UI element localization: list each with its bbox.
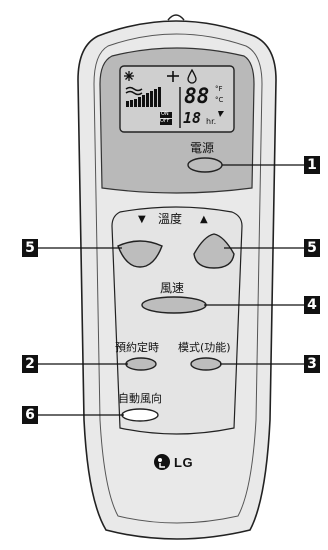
droplet-icon	[187, 68, 197, 84]
lcd-screen	[119, 65, 235, 133]
callout-power: 1	[304, 156, 320, 174]
remote-face	[93, 33, 263, 524]
temp-label: 溫度	[158, 212, 183, 226]
callout-temp-up: 5	[304, 239, 320, 257]
lcd-unit-f: °F	[215, 85, 223, 93]
lg-logo-icon	[154, 454, 170, 470]
temp-down-symbol: ▼	[138, 214, 146, 225]
power-label: 電源	[190, 141, 215, 155]
ir-window	[167, 14, 185, 21]
temp-up-symbol: ▲	[200, 214, 208, 225]
fan-icon	[167, 71, 179, 82]
fan-speed-label: 風速	[160, 281, 185, 295]
lg-logo-mark	[159, 463, 165, 468]
auto-swing-button[interactable]	[121, 408, 159, 422]
temp-up-button[interactable]	[193, 233, 235, 269]
callout-temp-down: 5	[22, 239, 38, 257]
timer-on-box	[160, 112, 172, 118]
callout-timer: 2	[22, 355, 38, 373]
mode-label: 模式(功能)	[178, 341, 231, 354]
timer-off-box	[160, 119, 172, 125]
lcd-temperature: 88	[184, 84, 210, 108]
timer-label: 預約定時	[115, 341, 159, 354]
fan-speed-button[interactable]	[141, 296, 207, 314]
callout-mode: 3	[304, 355, 320, 373]
swing-icon	[125, 86, 143, 96]
auto-swing-label: 自動風向	[118, 392, 162, 405]
lcd-unit-c: °C	[215, 96, 224, 104]
snowflake-icon	[124, 71, 134, 81]
lcd-timer-unit: hr.	[206, 117, 217, 126]
callout-lines	[38, 164, 304, 416]
brand-logo-text: LG	[174, 455, 194, 470]
fan-speed-bars	[126, 87, 161, 107]
mode-button[interactable]	[190, 357, 222, 371]
callout-auto-swing: 6	[22, 406, 38, 424]
lcd-timer-off: OFF	[160, 118, 170, 124]
timer-button[interactable]	[125, 357, 157, 371]
power-button[interactable]	[187, 157, 223, 173]
temp-down-button[interactable]	[117, 240, 163, 268]
callout-fan-speed: 4	[304, 296, 320, 314]
lg-logo-eye	[158, 458, 162, 462]
star-icon	[218, 111, 224, 117]
lcd-timer-value: 18	[183, 109, 202, 127]
lcd-timer-on: ON	[161, 111, 169, 117]
